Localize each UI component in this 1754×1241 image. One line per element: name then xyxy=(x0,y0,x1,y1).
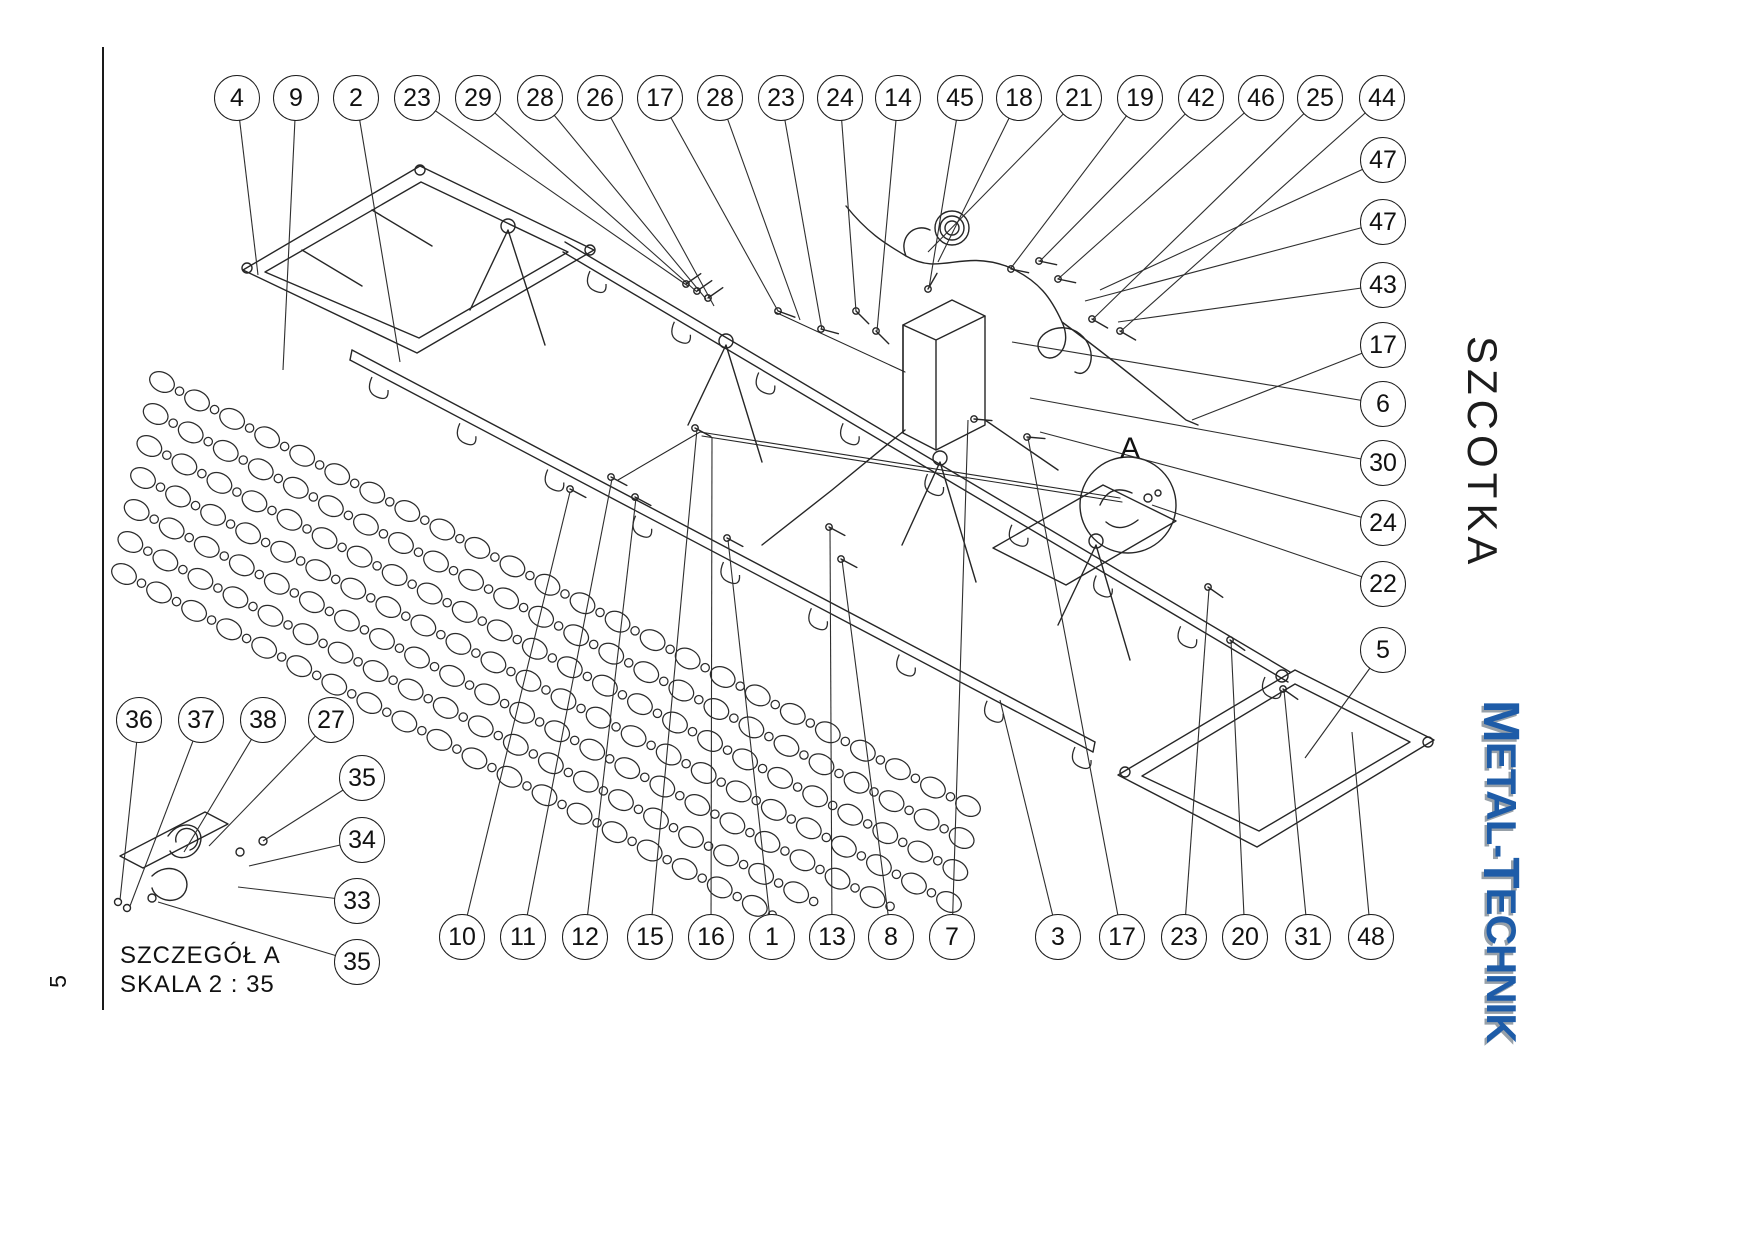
part-balloon-25: 25 xyxy=(1297,75,1343,121)
part-balloon-15: 15 xyxy=(627,914,673,960)
part-balloon-6: 6 xyxy=(1360,381,1406,427)
logo-part-echnik: ECHNIK xyxy=(1478,887,1525,1043)
part-balloon-24: 24 xyxy=(1360,500,1406,546)
part-balloon-46: 46 xyxy=(1238,75,1284,121)
sheet-border-line xyxy=(102,47,104,1010)
fasteners xyxy=(566,257,1299,701)
part-balloon-35: 35 xyxy=(339,755,385,801)
part-balloon-47: 47 xyxy=(1360,137,1406,183)
part-balloon-23: 23 xyxy=(758,75,804,121)
part-balloon-33: 33 xyxy=(334,878,380,924)
part-balloon-17: 17 xyxy=(1360,322,1406,368)
part-balloon-17: 17 xyxy=(1099,914,1145,960)
part-balloon-42: 42 xyxy=(1178,75,1224,121)
hydraulic-lines xyxy=(845,205,1199,426)
part-balloon-35: 35 xyxy=(334,939,380,985)
part-balloon-21: 21 xyxy=(1056,75,1102,121)
part-balloon-31: 31 xyxy=(1285,914,1331,960)
part-balloon-47: 47 xyxy=(1360,199,1406,245)
detail-a-circle xyxy=(1079,456,1177,554)
part-balloon-17: 17 xyxy=(637,75,683,121)
part-balloon-34: 34 xyxy=(339,817,385,863)
detail-title: SZCZEGÓŁ A xyxy=(120,942,281,969)
part-balloon-7: 7 xyxy=(929,914,975,960)
detail-caption: SZCZEGÓŁ A SKALA 2 : 35 xyxy=(120,942,281,1000)
part-balloon-2: 2 xyxy=(333,75,379,121)
logo-letter-t: T xyxy=(1473,857,1530,888)
part-balloon-36: 36 xyxy=(116,697,162,743)
part-balloon-20: 20 xyxy=(1222,914,1268,960)
part-balloon-8: 8 xyxy=(868,914,914,960)
part-balloon-11: 11 xyxy=(500,914,546,960)
product-name: SZCOTKA xyxy=(1459,336,1506,570)
part-balloon-44: 44 xyxy=(1359,75,1405,121)
part-balloon-13: 13 xyxy=(809,914,855,960)
part-balloon-23: 23 xyxy=(394,75,440,121)
part-balloon-30: 30 xyxy=(1360,440,1406,486)
part-balloon-38: 38 xyxy=(240,697,286,743)
part-balloon-14: 14 xyxy=(875,75,921,121)
part-balloon-37: 37 xyxy=(178,697,224,743)
part-balloon-43: 43 xyxy=(1360,262,1406,308)
part-balloon-45: 45 xyxy=(937,75,983,121)
leader-lines xyxy=(119,97,1384,963)
part-balloon-18: 18 xyxy=(996,75,1042,121)
metal-technik-logo: METAL-TECHNIK xyxy=(1472,700,1531,1043)
part-balloon-29: 29 xyxy=(455,75,501,121)
part-balloon-48: 48 xyxy=(1348,914,1394,960)
part-balloon-24: 24 xyxy=(817,75,863,121)
part-balloon-19: 19 xyxy=(1117,75,1163,121)
part-balloon-26: 26 xyxy=(577,75,623,121)
part-balloon-28: 28 xyxy=(517,75,563,121)
page-number: 5 xyxy=(44,975,71,988)
part-balloon-9: 9 xyxy=(273,75,319,121)
part-balloon-12: 12 xyxy=(562,914,608,960)
logo-letter-m: M xyxy=(1473,700,1530,742)
part-balloon-5: 5 xyxy=(1360,627,1406,673)
part-balloon-16: 16 xyxy=(688,914,734,960)
detail-a-drawing xyxy=(113,811,268,913)
tine-hooks xyxy=(368,270,1282,770)
part-balloon-3: 3 xyxy=(1035,914,1081,960)
logo-part-etal: ETAL- xyxy=(1478,741,1525,858)
harrow-frame-art xyxy=(241,164,1435,848)
part-balloon-10: 10 xyxy=(439,914,485,960)
part-balloon-23: 23 xyxy=(1161,914,1207,960)
part-balloon-1: 1 xyxy=(749,914,795,960)
part-balloon-28: 28 xyxy=(697,75,743,121)
part-balloon-4: 4 xyxy=(214,75,260,121)
part-balloon-27: 27 xyxy=(308,697,354,743)
chain-mat xyxy=(111,371,981,920)
detail-scale: SKALA 2 : 35 xyxy=(120,970,275,998)
part-balloon-22: 22 xyxy=(1360,561,1406,607)
